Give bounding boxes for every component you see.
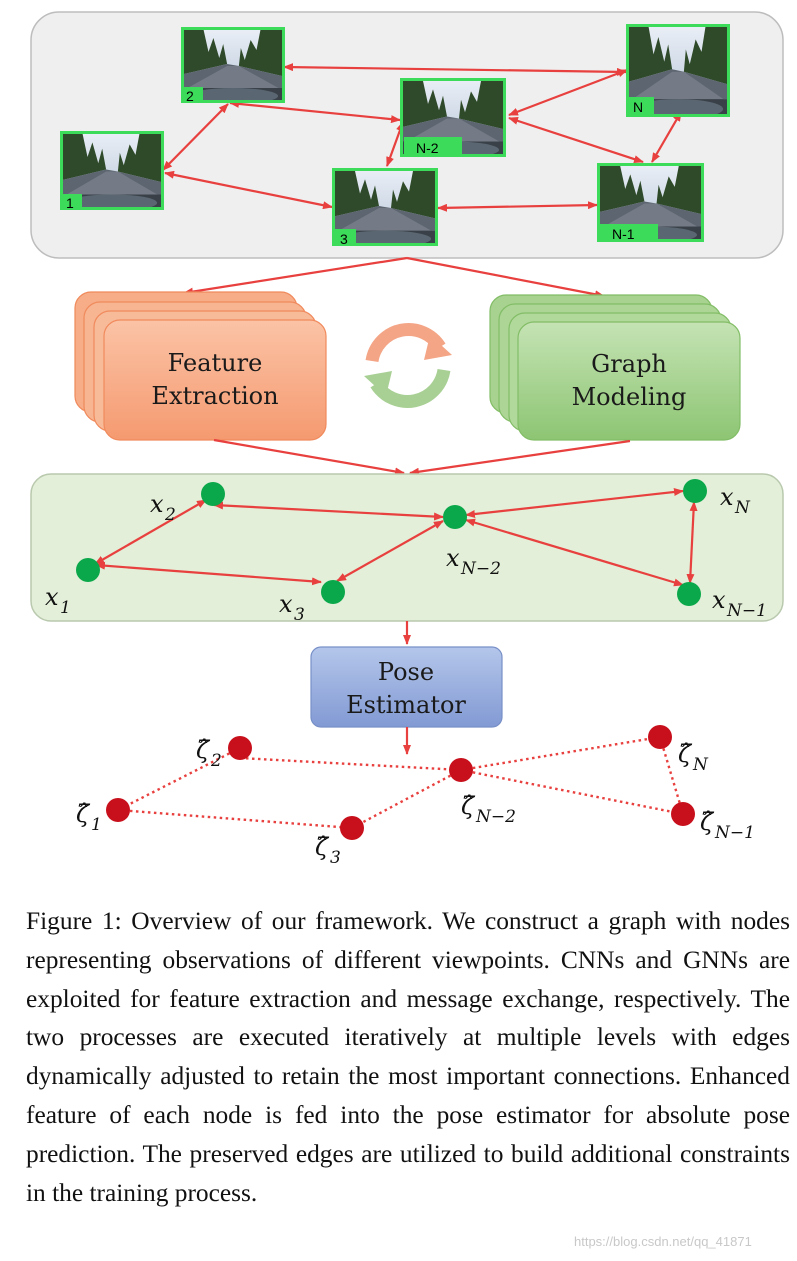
- thumbnail-label: N-2: [416, 140, 439, 156]
- pose-estimator-label-1: Pose: [378, 658, 434, 686]
- graph-modeling-label-2: Modeling: [572, 383, 687, 411]
- watermark: https://blog.csdn.net/qq_41871: [574, 1234, 752, 1249]
- feature-graph-edges: [94, 488, 698, 587]
- thumbnail-label: 1: [66, 195, 74, 211]
- thumbnail-label: 3: [340, 231, 348, 247]
- node-label-sub: N: [692, 755, 709, 775]
- pose-node-z2: ζ̂ 2: [196, 736, 252, 771]
- node-label-base: x: [150, 490, 164, 518]
- feature-node-x3: x 3: [279, 580, 345, 625]
- thumbnail-label: 2: [186, 88, 194, 104]
- node-label-base: x: [279, 590, 293, 618]
- pose-node-zn: ζ̂ N: [648, 725, 709, 775]
- thumbnail-3: 3: [332, 168, 438, 247]
- thumbnail-1: 1: [60, 131, 164, 211]
- pose-node-z1: ζ̂ 1: [76, 798, 130, 835]
- feature-node-x1: x 1: [45, 558, 100, 618]
- node-label-sub: N: [734, 498, 751, 518]
- thumbnail-label: N: [633, 99, 643, 115]
- feature-node-xn: x N: [683, 479, 751, 518]
- thumbnail-2: 2: [181, 27, 285, 104]
- graph-modeling-block: Graph Modeling: [489, 294, 741, 441]
- pose-node-z3: ζ̂ 3: [315, 816, 364, 868]
- node-label-base: ζ̂: [315, 833, 330, 861]
- node-label-base: x: [720, 483, 734, 511]
- thumbnail-label: N-1: [612, 226, 635, 242]
- pose-graph-edges: [117, 735, 685, 830]
- node-label-sub: N−2: [460, 559, 501, 579]
- node-label-sub: 1: [91, 815, 102, 835]
- node-label-base: ζ̂: [196, 736, 211, 764]
- node-label-sub: N−1: [726, 601, 767, 621]
- pose-estimator-block: Pose Estimator: [310, 646, 503, 728]
- feature-extraction-label-2: Extraction: [151, 382, 278, 410]
- feature-node-x2: x 2: [150, 482, 225, 525]
- branch-arrows: [183, 256, 605, 299]
- node-label-base: x: [446, 544, 460, 572]
- node-label-base: ζ̂: [678, 740, 693, 768]
- node-label-sub: 3: [294, 605, 305, 625]
- figure-caption: Figure 1: Overview of our framework. We …: [26, 907, 790, 1207]
- pose-node-zn-1: ζ̂ N−1: [671, 802, 755, 843]
- image-graph-edges: [162, 63, 682, 212]
- iterate-cycle-icon: [364, 323, 452, 408]
- node-label-base: ζ̂: [461, 792, 476, 820]
- node-label-sub: 3: [330, 848, 341, 868]
- feature-node-xn-1: x N−1: [677, 582, 767, 621]
- merge-arrows: [213, 438, 631, 476]
- node-label-base: ζ̂: [76, 800, 91, 828]
- node-label-base: ζ̂: [700, 808, 715, 836]
- feature-node-xn-2: x N−2: [443, 505, 501, 579]
- node-label-sub: 1: [60, 598, 71, 618]
- node-label-sub: 2: [210, 751, 222, 771]
- node-label-base: x: [712, 586, 726, 614]
- feature-graph-panel: [30, 473, 784, 622]
- thumbnail-n-1: N-1: [597, 163, 704, 242]
- thumbnail-n-2: N-2: [400, 78, 506, 157]
- node-label-sub: 2: [164, 505, 176, 525]
- pose-node-zn-2: ζ̂ N−2: [449, 758, 516, 827]
- node-label-sub: N−1: [714, 823, 755, 843]
- framework-diagram: 2 1 N-2 3 N N-1 Featu: [30, 11, 784, 868]
- feature-extraction-label-1: Feature: [168, 349, 263, 377]
- feature-extraction-block: Feature Extraction: [74, 291, 327, 441]
- node-label-sub: N−2: [475, 807, 516, 827]
- pose-estimator-label-2: Estimator: [346, 691, 466, 719]
- graph-modeling-label-1: Graph: [591, 350, 667, 378]
- node-label-base: x: [45, 583, 59, 611]
- thumbnail-n: N: [626, 24, 730, 117]
